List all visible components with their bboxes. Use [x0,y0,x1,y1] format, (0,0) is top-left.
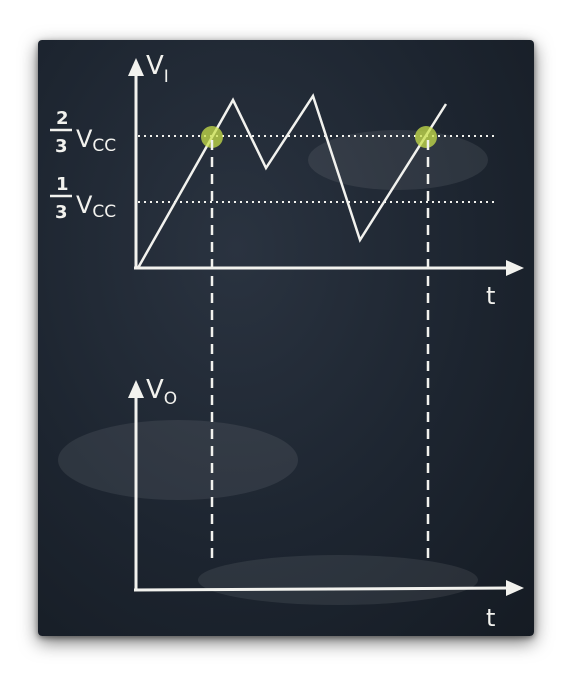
level-high-numerator: 2 [56,108,69,129]
level-high-denominator: 3 [55,136,68,157]
bottom-x-axis-arrowhead [506,580,524,596]
bottom-x-axis [133,586,513,592]
level-low-denominator: 3 [55,202,68,223]
level-high-label: 2 3 VCC [50,108,116,157]
crossing-marker-1 [201,126,223,148]
top-y-label-sub: I [164,67,169,87]
chalkboard-frame: VI t 2 3 VCC 1 3 [38,40,534,636]
top-y-axis-label: VI [146,51,169,87]
level-low-symbol-sub: CC [92,202,116,222]
level-low-numerator: 1 [56,174,69,195]
level-low-label: 1 3 VCC [50,174,116,223]
top-graph: VI t 2 3 VCC 1 3 [50,51,524,310]
bottom-x-axis-label: t [486,604,495,632]
top-x-axis-arrowhead [506,260,524,276]
top-x-axis-label: t [486,282,495,310]
bottom-graph: VO t [128,375,524,632]
bottom-y-label-sub: O [164,389,177,409]
top-y-axis-arrowhead [128,58,144,76]
crossing-marker-2 [415,126,437,148]
level-high-symbol: VCC [76,125,116,156]
board-texture [58,130,488,605]
level-high-symbol-main: V [76,125,93,153]
level-high-symbol-sub: CC [92,136,116,156]
bottom-y-label-main: V [146,375,164,405]
bottom-y-axis-arrowhead [128,380,144,398]
timing-diagram: VI t 2 3 VCC 1 3 [50,51,524,632]
level-low-symbol-main: V [76,191,93,219]
level-low-symbol: VCC [76,191,116,222]
top-y-label-main: V [146,51,164,81]
bottom-y-axis-label: VO [146,375,177,409]
